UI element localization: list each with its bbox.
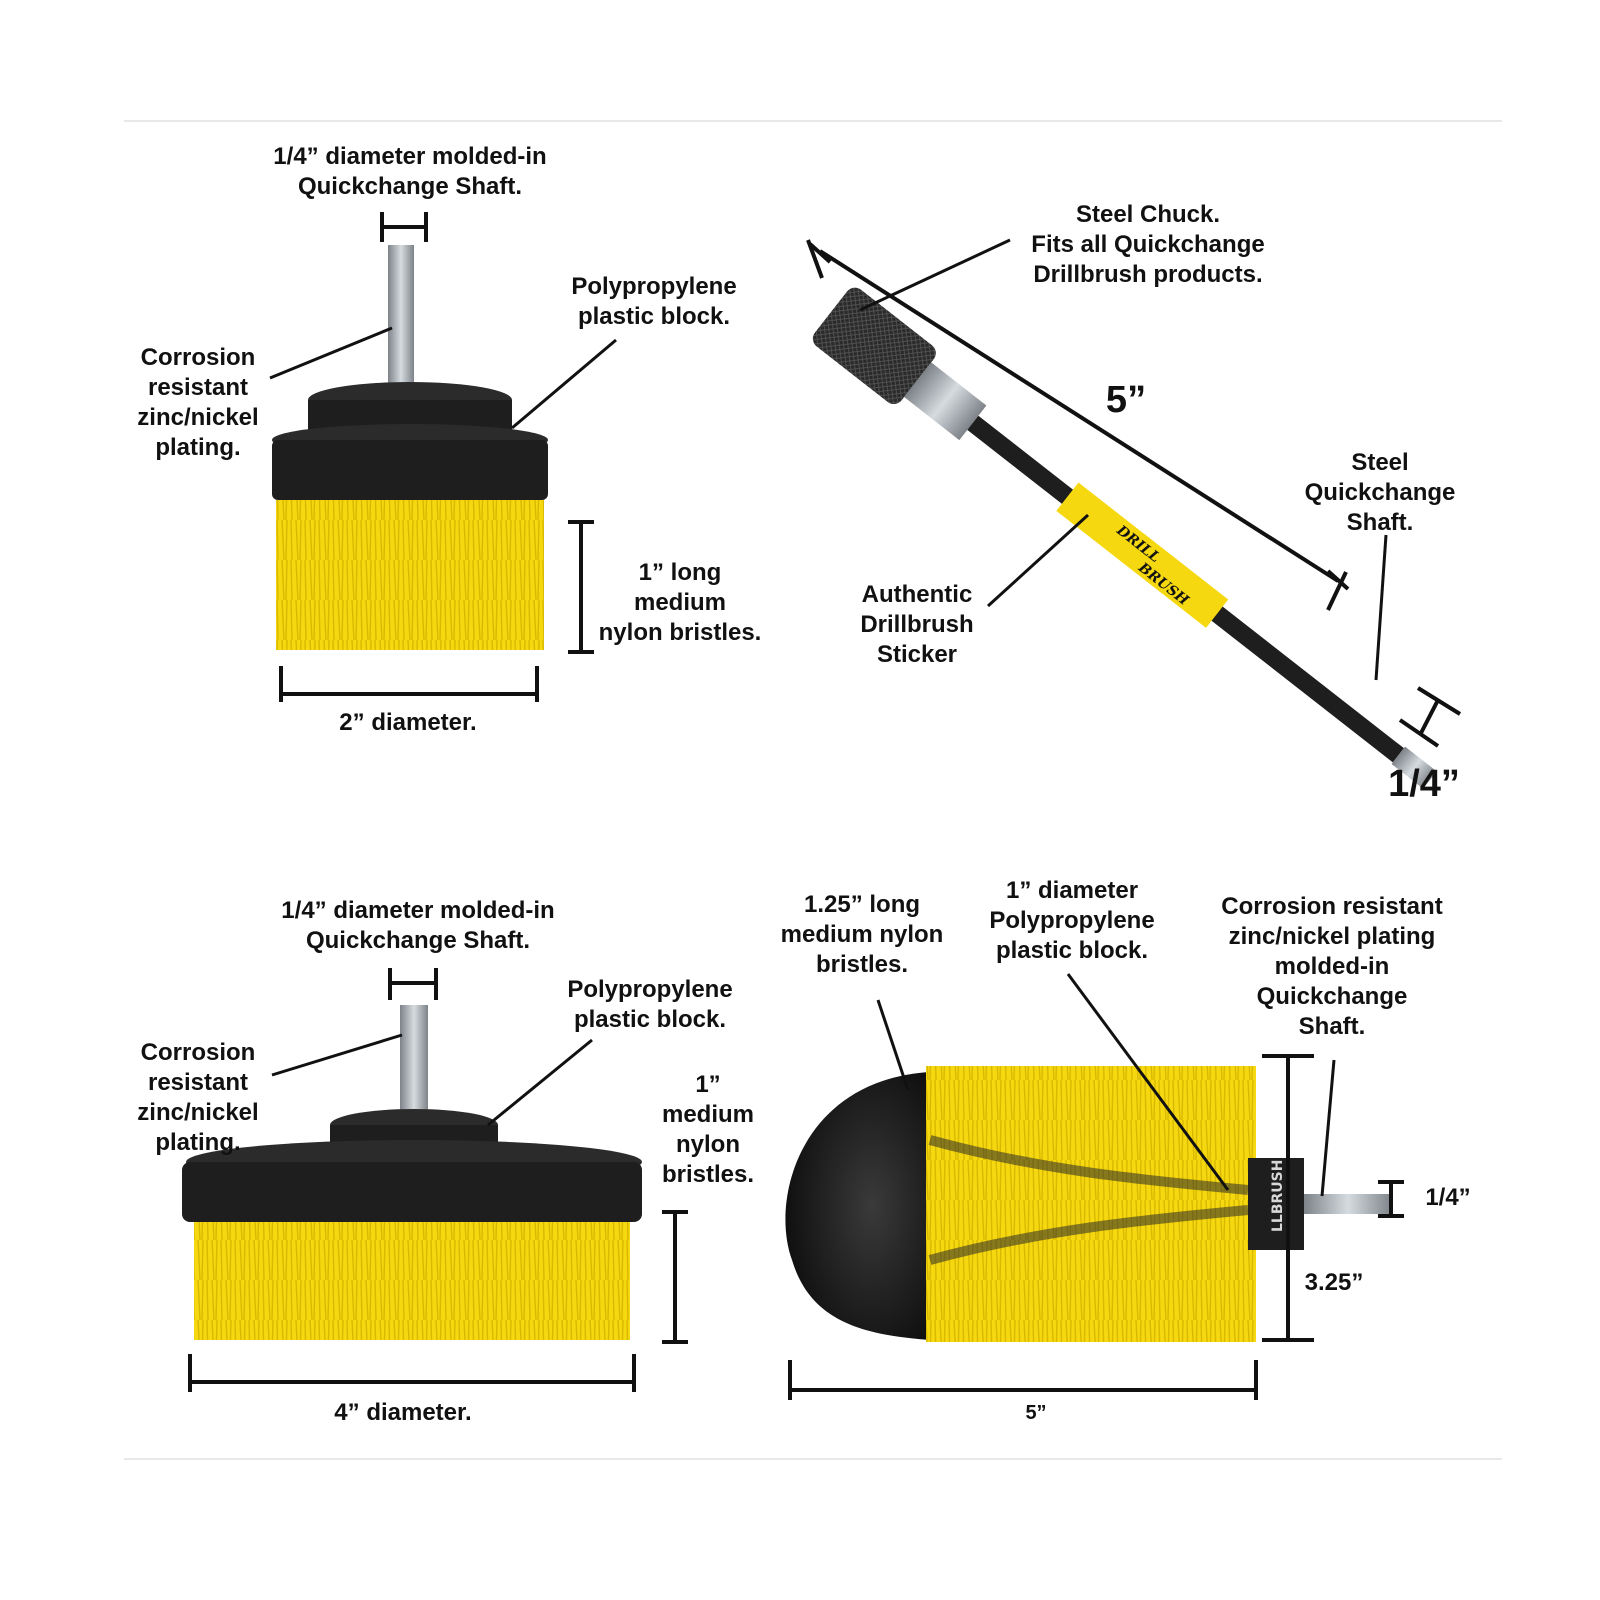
hex-shaft-corner xyxy=(1304,1194,1392,1214)
plastic-block-base xyxy=(272,440,548,500)
steel-shaft-leader xyxy=(1374,534,1388,681)
bristles-yellow-corner xyxy=(926,1066,1256,1342)
corner-brush-illustration: LLBRUSH xyxy=(785,1066,1392,1342)
top-divider xyxy=(124,120,1502,122)
plating-leader-corner xyxy=(1320,1059,1336,1197)
bristle-leader-corner xyxy=(876,999,910,1091)
plastic-block-base-4in xyxy=(182,1162,642,1222)
hex-shaft-4in xyxy=(400,1005,428,1125)
shaft-dimension-4in xyxy=(388,968,438,1000)
block-leader xyxy=(511,338,617,430)
tr-shaft-size-label: 1/4” xyxy=(1388,763,1460,805)
tip-size-dimension xyxy=(1398,686,1462,748)
block-leader-4in xyxy=(487,1038,593,1127)
bristles-black xyxy=(785,1072,930,1340)
br-shaft-size-label: 1/4” xyxy=(1425,1184,1471,1211)
diameter-dimension-4in xyxy=(188,1354,636,1392)
drillbrush-sticker xyxy=(1056,482,1229,628)
bottom-divider xyxy=(124,1458,1502,1460)
steel-chuck xyxy=(812,287,936,405)
brush-4in-illustration xyxy=(182,1005,642,1340)
height-dimension-corner xyxy=(1262,1054,1314,1342)
extension-illustration: DRILL BRUSH xyxy=(812,287,1437,789)
tl-diameter-label: 2” diameter. xyxy=(339,709,477,736)
extension-length-dimension xyxy=(808,242,1350,591)
shaft-size-dimension-corner xyxy=(1378,1180,1404,1218)
extension-dim-end-a xyxy=(806,239,824,279)
bristle-length-dimension xyxy=(568,520,594,654)
diameter-dimension xyxy=(279,666,539,702)
block-leader-corner xyxy=(1066,973,1230,1191)
brush-2in-illustration xyxy=(272,245,548,650)
shaft-dimension xyxy=(380,212,428,242)
bristle-length-dimension-4in xyxy=(662,1210,688,1344)
bristles-yellow xyxy=(276,500,544,650)
br-height-label: 3.25” xyxy=(1304,1269,1364,1296)
plating-leader-4in xyxy=(271,1033,403,1077)
bristles-yellow-4in xyxy=(194,1222,630,1340)
length-dimension-corner xyxy=(788,1360,1258,1400)
hex-shaft xyxy=(388,245,414,395)
tr-length-label: 5” xyxy=(1105,379,1147,421)
br-length-label: 5” xyxy=(1025,1402,1047,1424)
quickchange-tip xyxy=(1391,746,1437,789)
tr-chuck-label: Steel Chuck.Fits all Quickchange Drillbr… xyxy=(1031,201,1265,288)
bl-diameter-label: 4” diameter. xyxy=(334,1399,472,1426)
extension-dim-end-b xyxy=(1326,571,1348,611)
sticker-leader xyxy=(986,513,1090,608)
plastic-block-corner xyxy=(1248,1158,1304,1250)
chuck-leader xyxy=(859,238,1011,312)
block-text: LLBRUSH xyxy=(1270,1160,1286,1232)
plating-leader xyxy=(269,326,393,380)
